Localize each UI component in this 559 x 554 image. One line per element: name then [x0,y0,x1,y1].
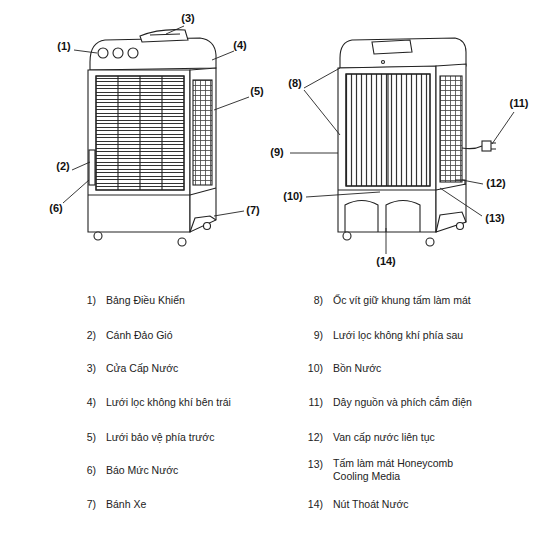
callout-number: (7) [246,204,259,217]
part-name: Lưới lọc không khí phía sau [333,329,463,342]
part-name: Dây nguồn và phích cắm điện [333,396,472,409]
part-name: Bảng Điều Khiển [106,294,185,307]
list-number: 6) [87,464,96,477]
list-number: 1) [87,294,96,307]
part-name: Ốc vít giữ khung tấm làm mát [333,294,471,307]
part-name: Cửa Cấp Nước [106,362,178,375]
callout-number: (4) [233,39,246,52]
part-name: Bồn Nước [333,362,381,375]
part-name: Van cấp nước liên tục [333,431,435,444]
callout-number: (10) [283,190,303,203]
part-name: Lưới lọc không khí bên trái [106,396,231,409]
list-number: 7) [87,498,96,511]
list-number: 4) [87,396,96,409]
callout-number: (2) [56,160,69,173]
list-number: 2) [87,329,96,342]
callout-number: (5) [250,85,263,98]
part-name: Nút Thoát Nước [333,498,409,511]
list-number: 13) [308,458,323,471]
callout-number: (13) [485,212,505,225]
leader-lines [63,26,514,254]
list-number: 11) [309,396,323,409]
callout-number: (12) [486,177,506,190]
back-cooler [338,38,496,246]
callout-number: (14) [376,255,396,268]
part-name: Báo Mức Nước [106,464,178,477]
part-name: Lưới bảo vệ phía trước [106,431,214,444]
list-number: 12) [308,431,323,444]
front-cooler [88,30,216,246]
callout-number: (9) [270,146,283,159]
callout-number: (8) [288,77,301,90]
callout-number: (3) [181,12,194,25]
callout-number: (11) [510,97,529,110]
part-name: Bánh Xe [106,498,146,511]
list-number: 10) [308,362,323,375]
list-number: 9) [314,329,323,342]
callout-number: (6) [49,202,62,215]
list-number: 5) [87,431,96,444]
callout-number: (1) [57,40,70,53]
part-name: Tấm làm mát Honeycomb Cooling Media [333,457,483,482]
list-number: 14) [308,498,323,511]
list-number: 3) [87,362,96,375]
list-number: 8) [314,294,323,307]
part-name: Cánh Đảo Gió [106,329,173,342]
